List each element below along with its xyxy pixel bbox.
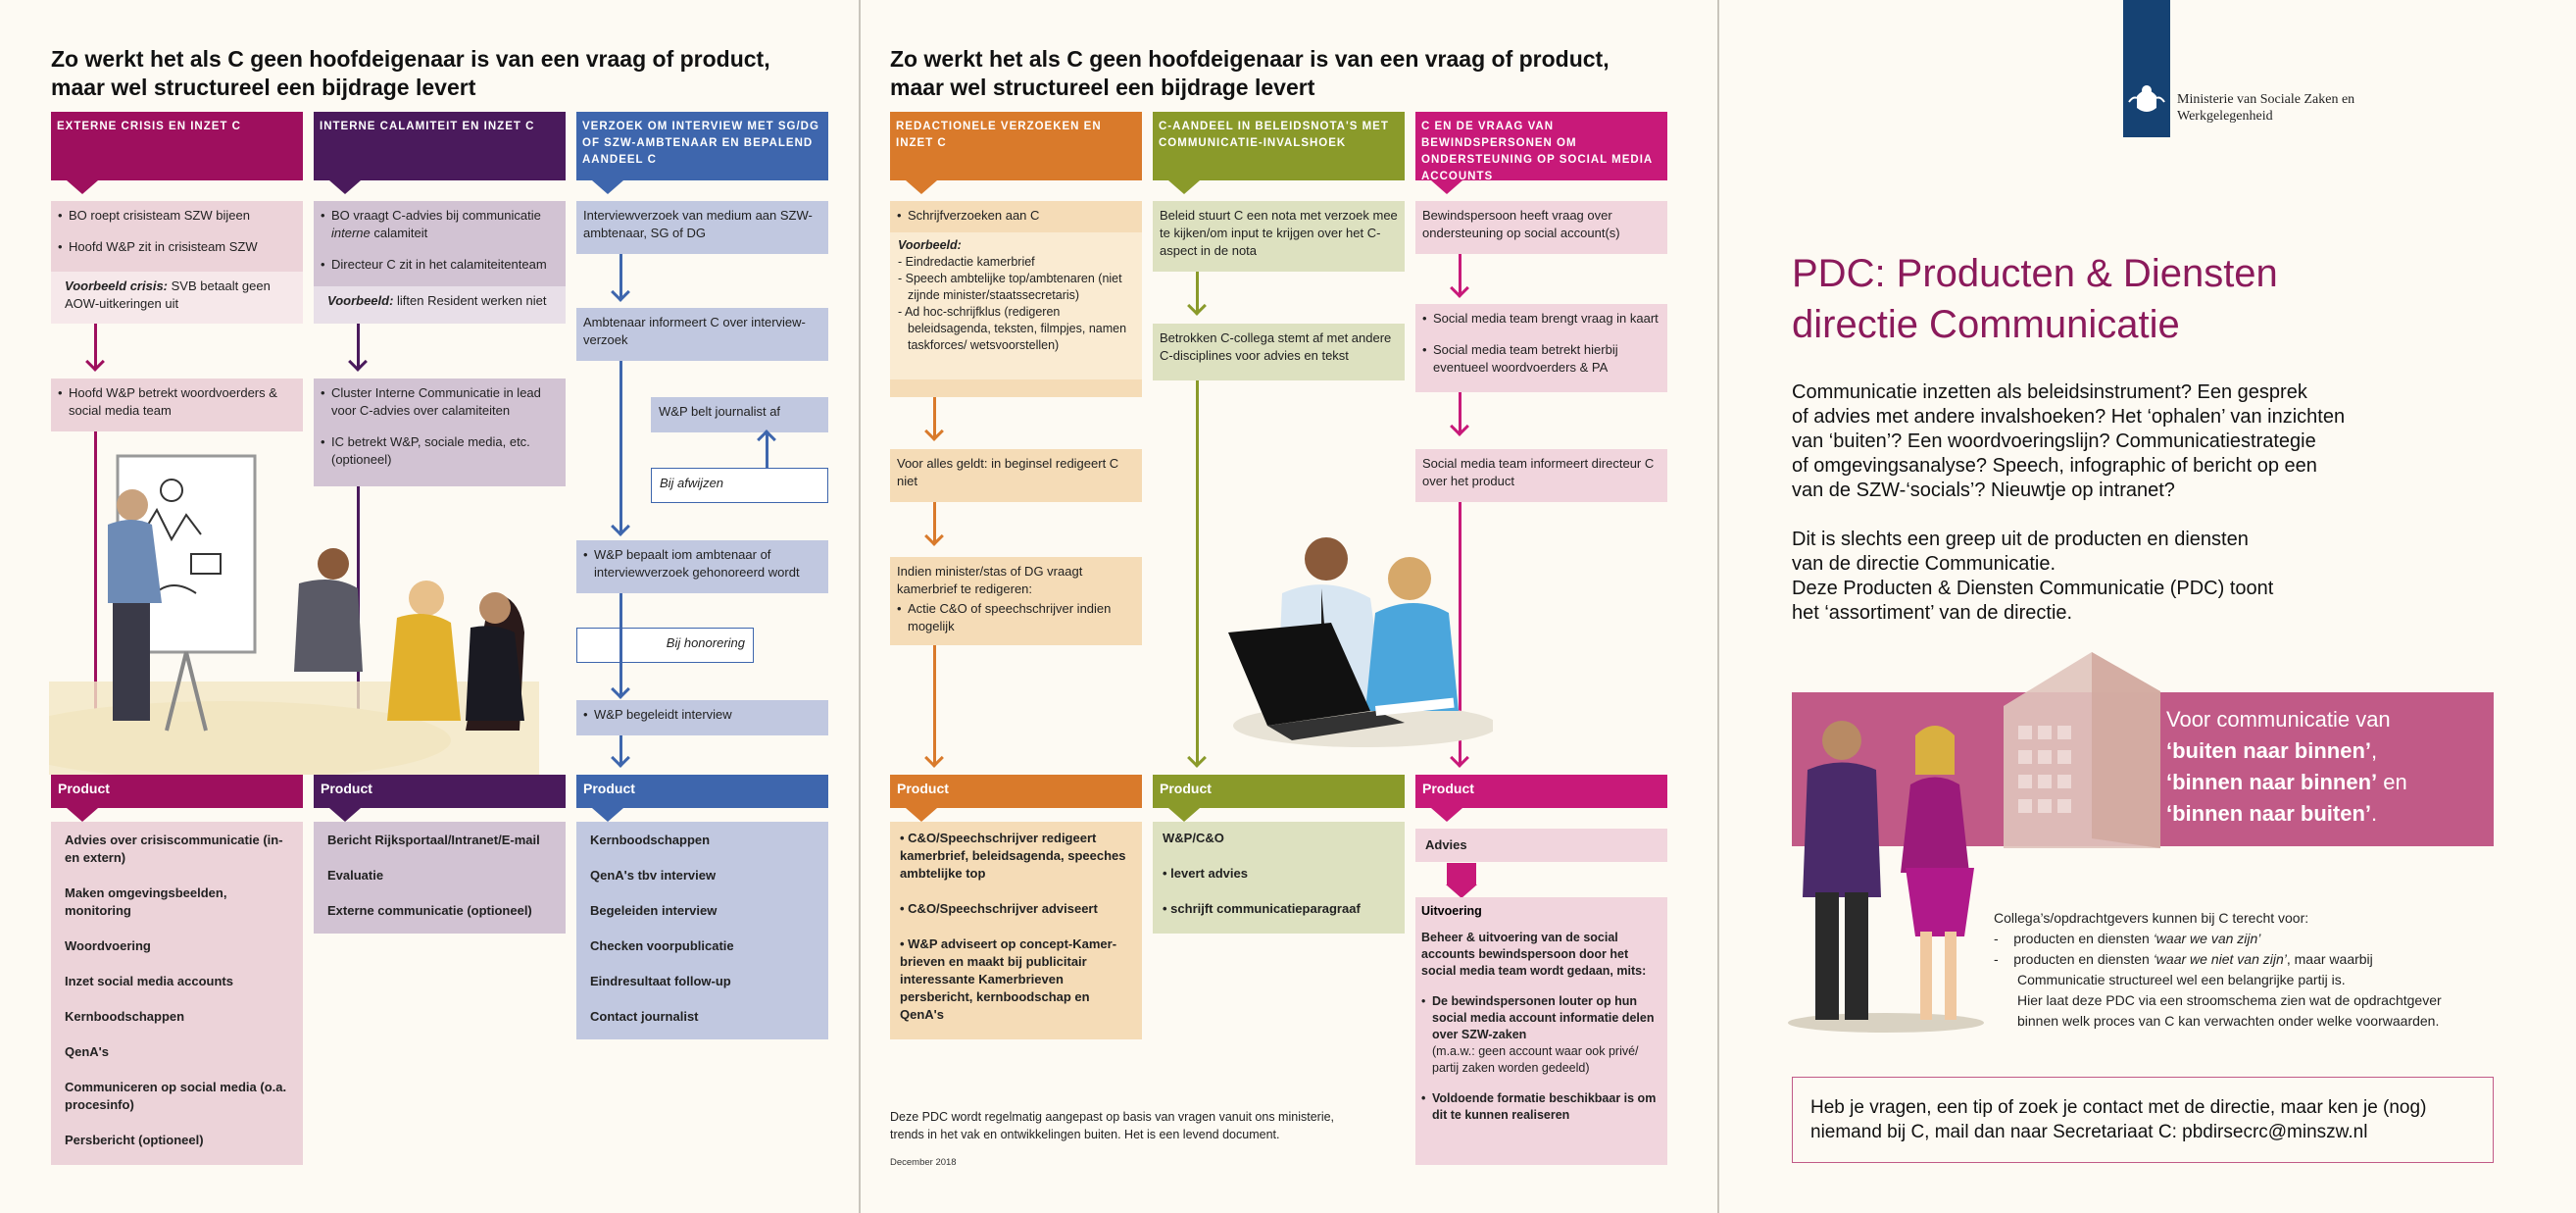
paragraph-line: Dit is slechts een greep uit de producte… [1792,529,2249,550]
column-header: Interne calamiteit en inzet C [314,112,566,180]
column-beleidsnotas: C-aandeel in beleidsnota's met communica… [1153,0,1405,1213]
intro-paragraph: Communicatie inzetten als beleidsinstrum… [1792,380,2345,503]
product-item: Maken omgevingsbeelden, monitoring [65,885,227,918]
example-box: Voorbeeld: liften Resident werken niet [314,286,566,324]
product-item: • levert advies [1163,866,1248,881]
product-item: QenA's [65,1044,109,1059]
product-list: W&P/C&O • levert advies• schrijft commun… [1153,822,1405,934]
office-building-illustration [2004,652,2160,848]
second-paragraph: Dit is slechts een greep uit de producte… [1792,528,2273,626]
product-item: Communiceren op social media (o.a. proce… [65,1080,287,1112]
column-header: Externe crisis en inzet C [51,112,303,180]
example-list: - Eindredactie kamerbrief - Speech ambtel… [898,254,1134,354]
example-item: - Ad hoc-schrijfklus (redigeren beleidsa… [898,305,1127,352]
step-box: Bewindspersoon heeft vraag over onderste… [1415,201,1667,254]
step-box: Hoofd W&P betrekt woordvoerders & social… [51,379,303,431]
header-notch [67,180,98,194]
step-box: Schrijfverzoeken aan C Voorbeeld: - Eind… [890,201,1142,397]
product-item: Evaluatie [327,868,384,883]
footer-note: Deze PDC wordt regelmatig aangepast op b… [890,1110,1335,1141]
column-externe-crisis: Externe crisis en inzet C BO roept crisi… [51,0,303,1213]
page-1-title: Zo werkt het als C geen hoofdeigenaar is… [51,46,770,100]
page-2-title: Zo werkt het als C geen hoofdeigenaar is… [890,46,1610,100]
product-item: Contact journalist [590,1009,699,1024]
step-box: Betrokken C-collega stemt af met andere … [1153,324,1405,380]
product-item: • C&O/Speechschrijver adviseert [900,901,1098,916]
product-item: • C&O/Speechschrijver redigeert kamerbri… [900,831,1126,881]
page-3-cover: Ministerie van Sociale Zaken en Werkgele… [1719,0,2576,1213]
product-item: Woordvoering [65,938,151,953]
column-header: Verzoek om interview met SG/DG of SZW-am… [576,112,828,180]
date-label: December 2018 [890,1157,957,1168]
contact-box: Heb je vragen, een tip of zoek je contac… [1792,1077,2494,1163]
product-bar: Product [51,775,303,808]
paragraph-line: van de SZW-‘socials’? Nieuwtje op intran… [1792,480,2175,501]
paragraph-line: van de directie Communicatie. [1792,553,2056,575]
step-box: Indien minister/stas of DG vraagt kamerb… [890,557,1142,645]
paragraph-line: of advies met andere invalshoeken? Het ‘… [1792,406,2346,428]
column-header: C en de vraag van bewindspersonen om ond… [1415,112,1667,182]
banner-text: Voor communicatie van ‘buiten naar binne… [2166,707,2407,826]
product-bar: Product [576,775,828,808]
rijkswapen-logo [2123,0,2170,137]
advies-box: Advies [1415,829,1667,862]
colleagues-illustration [1788,721,1984,1033]
product-item: Externe communicatie (optioneel) [327,903,532,918]
product-item: Persbericht (optioneel) [65,1133,204,1147]
step-box: Beleid stuurt C een nota met verzoek mee… [1153,201,1405,272]
product-item: Begeleiden interview [590,903,718,918]
product-item: Checken voorpublicatie [590,938,734,953]
side-box: W&P belt journalist af [651,397,828,432]
product-list: • C&O/Speechschrijver redigeert kamerbri… [890,822,1142,1039]
step-box: W&P begeleidt interview [576,700,828,735]
column-interne-calamiteit: Interne calamiteit en inzet C BO vraagt … [314,0,566,1213]
page-1: Zo werkt het als C geen hoofdeigenaar is… [0,0,859,1213]
side-label: Bij afwijzen [651,468,828,503]
product-item: • schrijft communicatieparagraaf [1163,901,1361,916]
product-item: Bericht Rijksportaal/Intranet/E-mail [327,833,540,847]
page-2: Zo werkt het als C geen hoofdeigenaar is… [861,0,1717,1213]
paragraph-line: van ‘buiten’? Een woordvoeringslijn? Com… [1792,430,2316,452]
cover-title: PDC: Producten & Diensten directie Commu… [1792,252,2278,346]
step-box: Ambtenaar informeert C over interview-ve… [576,308,828,361]
product-item: Kernboodschappen [590,833,711,847]
product-list: Advies over crisiscommunicatie (in- en e… [51,822,303,1165]
uitvoering-box: Uitvoering Beheer & uitvoering van de so… [1415,897,1667,1165]
example-box: Voorbeeld crisis: SVB betaalt geen AOW-u… [51,272,303,324]
paragraph-line: Deze Producten & Diensten Communicatie (… [1792,578,2274,599]
step-box: Cluster Interne Communicatie in lead voo… [314,379,566,486]
column-social-media: C en de vraag van bewindspersonen om ond… [1415,0,1667,1213]
ministry-name: Ministerie van Sociale Zaken en Werkgele… [2177,92,2355,124]
paragraph-line: of omgevingsanalyse? Speech, infographic… [1792,455,2317,477]
step-box: Interviewverzoek van medium aan SZW- amb… [576,201,828,254]
meeting-illustration [49,454,539,775]
column-redactionele-verzoeken: Redactionele verzoeken en inzet C Schrij… [890,0,1142,1213]
step-box: Social media team brengt vraag in kaart … [1415,304,1667,392]
product-bar: Product [1153,775,1405,808]
example-item: - Speech ambtelijke top/ambtenaren (niet… [898,272,1122,302]
laptop-illustration [1228,537,1493,747]
step-box: Voor alles geldt: in beginsel redigeert … [890,449,1142,502]
product-bar: Product [890,775,1142,808]
step-box: W&P bepaalt iom ambtenaar of interviewve… [576,540,828,593]
column-interview: Verzoek om interview met SG/DG of SZW-am… [576,0,828,1213]
column-header: Redactionele verzoeken en inzet C [890,112,1142,180]
example-item: - Eindredactie kamerbrief [898,255,1035,269]
paragraph-line: het ‘assortiment’ van de directie. [1792,602,2073,624]
column-header: C-aandeel in beleidsnota's met communica… [1153,112,1405,180]
product-item: Inzet social media accounts [65,974,233,988]
product-bar: Product [314,775,566,808]
colleagues-text: Collega’s/opdrachtgevers kunnen bij C te… [1994,910,2442,1029]
product-bar: Product [1415,775,1667,808]
product-item: Kernboodschappen [65,1009,185,1024]
step-box: Social media team informeert directeur C… [1415,449,1667,502]
product-item: Eindresultaat follow-up [590,974,731,988]
product-item: • W&P adviseert op concept-Kamer-brieven… [900,936,1117,1022]
side-label: Bij honorering [576,628,754,663]
product-item: Advies over crisiscommunicatie (in- en e… [65,833,283,865]
paragraph-line: Communicatie inzetten als beleidsinstrum… [1792,381,2307,403]
product-item: QenA's tbv interview [590,868,717,883]
